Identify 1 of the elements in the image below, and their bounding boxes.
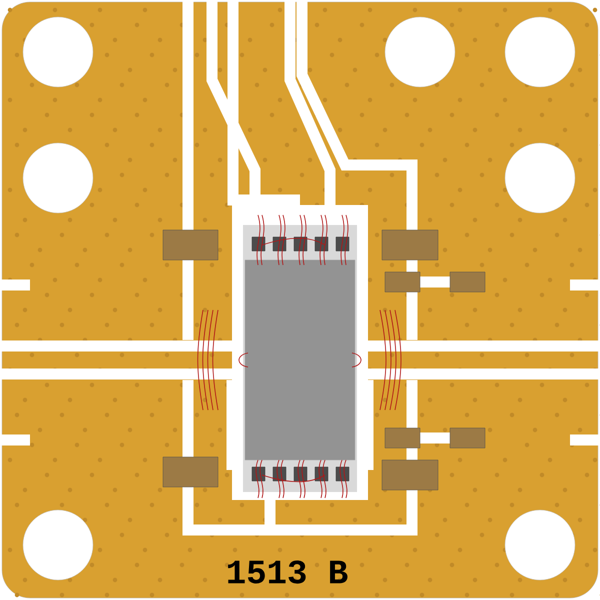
board-label: 1513 B: [228, 560, 348, 584]
